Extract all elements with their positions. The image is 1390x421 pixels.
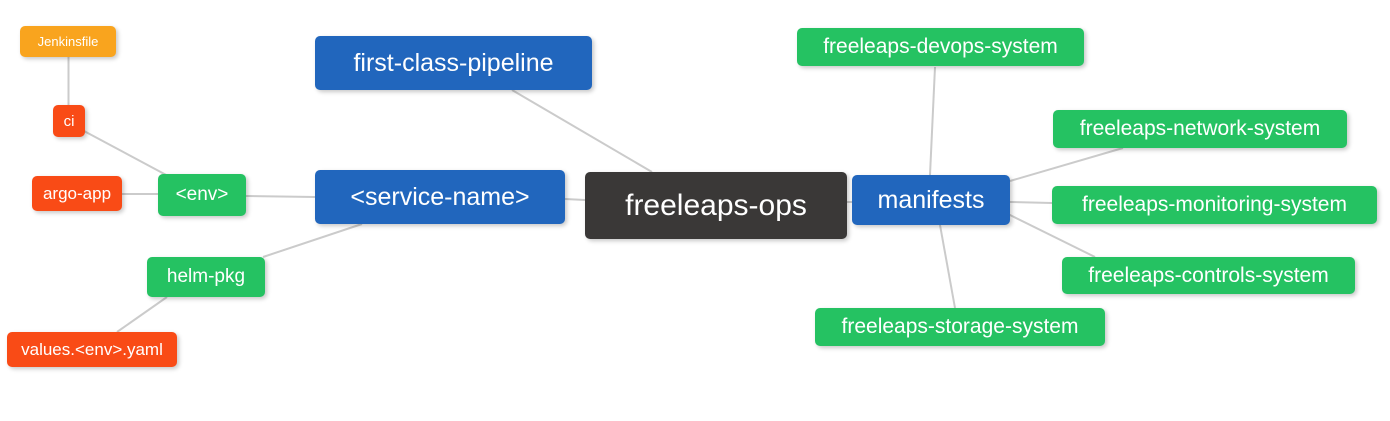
edge-first-class-pipeline-to-freeleaps-ops xyxy=(511,89,653,173)
edge-helm-pkg-to-values-env-yaml xyxy=(116,296,168,333)
node-label: ci xyxy=(63,112,75,130)
node-service-name[interactable]: <service-name> xyxy=(315,170,565,224)
node-jenkinsfile[interactable]: Jenkinsfile xyxy=(20,26,116,57)
edge-service-name-to-freeleaps-ops xyxy=(564,198,586,201)
node-freeleaps-ops[interactable]: freeleaps-ops xyxy=(585,172,847,239)
edge-ci-to-env xyxy=(83,130,171,178)
node-env[interactable]: <env> xyxy=(158,174,246,216)
node-label: freeleaps-monitoring-system xyxy=(1082,193,1347,216)
node-label: helm-pkg xyxy=(166,266,246,287)
node-freeleaps-storage-system[interactable]: freeleaps-storage-system xyxy=(815,308,1105,346)
node-freeleaps-devops-system[interactable]: freeleaps-devops-system xyxy=(797,28,1084,66)
node-label: Jenkinsfile xyxy=(37,34,99,49)
node-freeleaps-network-system[interactable]: freeleaps-network-system xyxy=(1053,110,1347,148)
edge-manifests-to-freeleaps-network-system xyxy=(1009,147,1124,182)
edge-service-name-to-helm-pkg xyxy=(262,223,363,258)
node-values-env-yaml[interactable]: values.<env>.yaml xyxy=(7,332,177,367)
edge-manifests-to-freeleaps-devops-system xyxy=(929,66,936,176)
node-label: values.<env>.yaml xyxy=(21,339,163,359)
node-label: freeleaps-ops xyxy=(625,188,807,222)
node-helm-pkg[interactable]: helm-pkg xyxy=(147,257,265,297)
edge-manifests-to-freeleaps-storage-system xyxy=(939,224,956,309)
edge-manifests-to-freeleaps-controls-system xyxy=(1007,213,1096,258)
node-label: <env> xyxy=(175,184,229,205)
node-label: manifests xyxy=(877,185,985,214)
node-label: freeleaps-controls-system xyxy=(1088,263,1329,287)
node-argo-app[interactable]: argo-app xyxy=(32,176,122,211)
node-label: freeleaps-storage-system xyxy=(841,315,1079,338)
node-ci[interactable]: ci xyxy=(53,105,85,137)
edge-env-to-service-name xyxy=(245,195,316,198)
node-freeleaps-monitoring-system[interactable]: freeleaps-monitoring-system xyxy=(1052,186,1377,224)
node-label: freeleaps-devops-system xyxy=(823,35,1058,58)
node-label: <service-name> xyxy=(350,182,530,211)
edge-manifests-to-freeleaps-monitoring-system xyxy=(1009,201,1053,204)
node-label: first-class-pipeline xyxy=(353,48,554,77)
node-freeleaps-controls-system[interactable]: freeleaps-controls-system xyxy=(1062,257,1355,294)
node-first-class-pipeline[interactable]: first-class-pipeline xyxy=(315,36,592,90)
node-manifests[interactable]: manifests xyxy=(852,175,1010,225)
node-label: freeleaps-network-system xyxy=(1079,117,1321,140)
node-label: argo-app xyxy=(42,183,112,203)
